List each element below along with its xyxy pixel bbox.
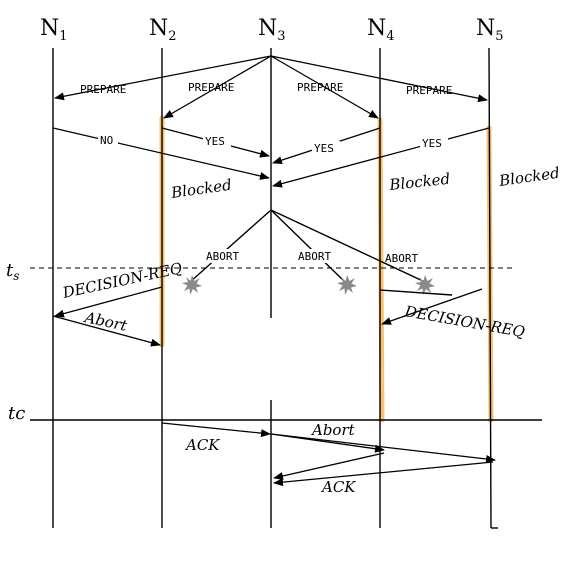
prepare-arrow-n2 — [163, 55, 272, 119]
abort-arrow-n3-n5 — [270, 433, 496, 463]
abort-line-n2 — [189, 209, 272, 283]
prepare-label-n2: PREPARE — [188, 81, 234, 94]
abort-reply-label-n1: Abort — [81, 308, 129, 335]
yes-label-n2: YES — [205, 135, 225, 148]
recovery-messages: DECISION-REQ Abort DECISION-REQ — [52, 259, 526, 347]
tc-label: tc — [8, 403, 25, 424]
node-label-n2: N2 — [149, 16, 177, 44]
abort-label-n2-bg — [204, 249, 244, 263]
yes-label-n5: YES — [422, 137, 442, 150]
abort-label-n4: ABORT — [298, 250, 331, 263]
ack-label-n2: ACK — [184, 436, 220, 454]
crash-burst-n3-n4 — [337, 275, 357, 295]
prepare-label-n1: PREPARE — [80, 83, 126, 96]
prepare-label-n4: PREPARE — [297, 81, 343, 94]
decision-req-label-n2: DECISION-REQ — [60, 259, 184, 302]
prepare-arrow-n1 — [54, 55, 272, 101]
decision-req-label-n5: DECISION-REQ — [402, 302, 526, 341]
crash-burst-n4-n5 — [415, 275, 435, 295]
decision-req-arrow-n2-n1 — [54, 286, 163, 318]
vote-messages: NO YES YES YES — [52, 127, 490, 188]
ack-arrow-n5-n3 — [273, 461, 494, 487]
blocked-label-n2: Blocked — [169, 176, 233, 202]
ack-arrow-n2-n3 — [161, 422, 271, 438]
node-label-n1: N1 — [40, 16, 68, 44]
node-label-n4: N4 — [367, 16, 395, 44]
prepare-arrow-n4 — [270, 55, 379, 119]
prepare-arrow-n5 — [270, 55, 488, 103]
decision-req-arrow-n5-n4 — [381, 288, 483, 325]
abort-line-n5 — [270, 209, 426, 283]
crash-burst-n2 — [182, 275, 202, 295]
node-label-n3: N3 — [258, 16, 286, 44]
abort-label-n2: ABORT — [206, 250, 239, 263]
yes-label-n4: YES — [314, 142, 334, 155]
blocked-label-n5: Blocked — [497, 164, 561, 190]
final-messages: ACK Abort ACK — [161, 421, 496, 496]
node-labels: N1 N2 N3 N4 N5 — [40, 16, 504, 44]
blocked-annotations: Blocked Blocked Blocked — [169, 164, 561, 202]
yes-label-n5-bg — [420, 136, 448, 150]
abort-line-n4 — [270, 209, 346, 283]
yes-label-n4-bg — [312, 141, 340, 155]
timeline-n5 — [488, 47, 492, 529]
node-label-n5: N5 — [476, 16, 504, 44]
crash-bursts — [182, 275, 435, 295]
yes-arrow-n5 — [272, 127, 490, 188]
ack-arrow-n4-n3 — [273, 452, 385, 480]
abort-messages: ABORT ABORT ABORT — [189, 209, 426, 283]
prepare-messages: PREPARE PREPARE PREPARE PREPARE — [54, 55, 488, 119]
blocked-label-n4: Blocked — [388, 170, 451, 194]
ack-label-final: ACK — [320, 478, 356, 496]
no-label: NO — [100, 134, 113, 147]
no-arrow-n1 — [52, 127, 270, 180]
abort-label-final: Abort — [310, 421, 356, 439]
yes-label-n2-bg — [203, 134, 231, 148]
ts-label: ts — [6, 260, 19, 283]
abort-label-n5: ABORT — [385, 252, 418, 265]
dash-n4-n5 — [379, 289, 453, 296]
no-label-bg — [98, 133, 118, 147]
prepare-label-n5: PREPARE — [406, 84, 452, 97]
abort-label-n4-bg — [296, 249, 336, 263]
abort-reply-arrow-n1-n2 — [52, 315, 161, 347]
